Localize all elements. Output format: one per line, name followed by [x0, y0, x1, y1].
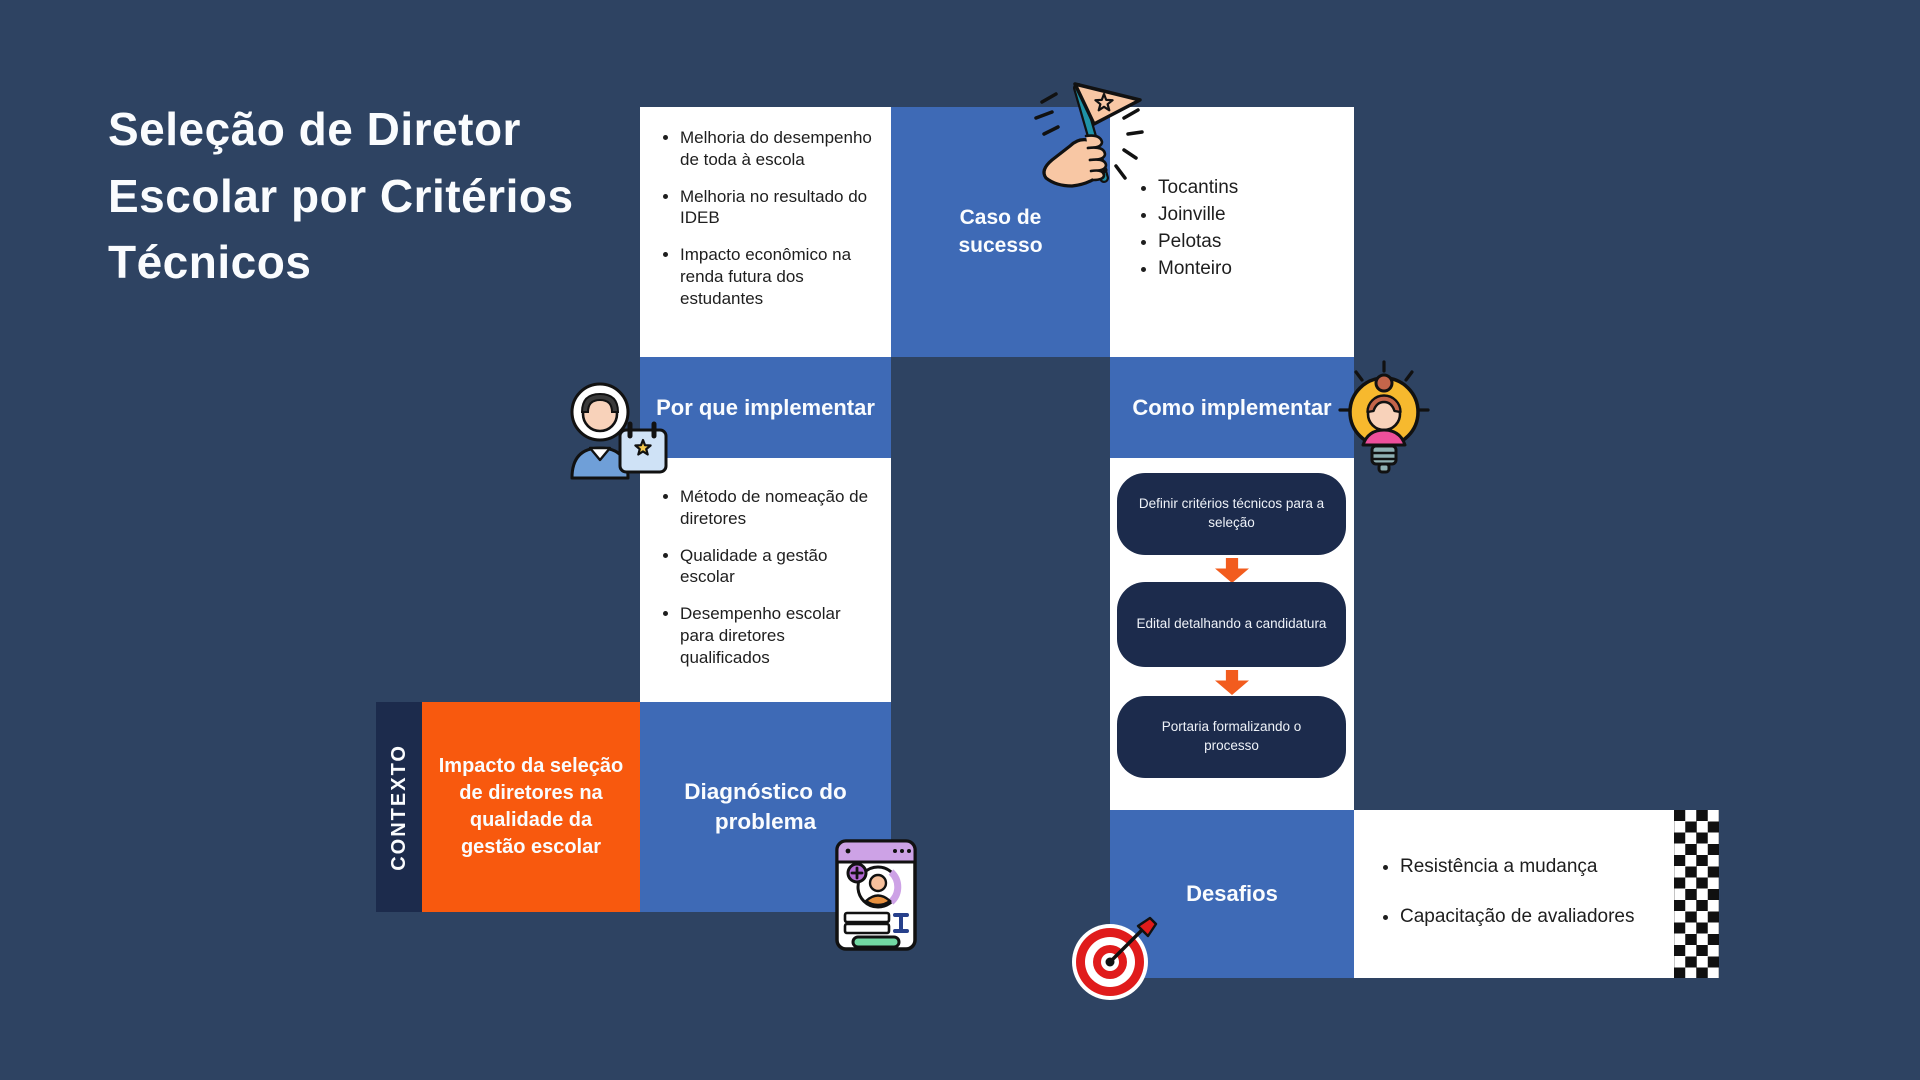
success-cities-list: Tocantins Joinville Pelotas Monteiro: [1110, 107, 1354, 279]
celebration-pennant-icon: [1034, 82, 1144, 188]
benefits-list: Melhoria do desempenho de toda à escola …: [640, 107, 891, 309]
flow-step-3: Portaria formalizando o processo: [1117, 696, 1346, 778]
how-implement-bar: Como implementar: [1110, 357, 1354, 458]
list-item: Joinville: [1158, 204, 1344, 226]
flow-step-2-label: Edital detalhando a candidatura: [1136, 616, 1327, 632]
list-item: Tocantins: [1158, 177, 1344, 199]
list-item: Desempenho escolar para diretores qualif…: [680, 603, 877, 668]
person-with-calendar-icon: [570, 382, 668, 480]
why-implement-bar: Por que implementar: [640, 357, 891, 458]
challenges-label: Desafios: [1186, 881, 1278, 906]
list-item: Melhoria no resultado do IDEB: [680, 186, 877, 230]
context-statement: Impacto da seleção de diretores na quali…: [438, 755, 624, 858]
list-item: Melhoria do desempenho de toda à escola: [680, 127, 877, 171]
list-item: Método de nomeação de diretores: [680, 486, 877, 530]
list-item: Monteiro: [1158, 258, 1344, 280]
contexto-bar: CONTEXTO: [376, 702, 422, 912]
contexto-label: CONTEXTO: [387, 743, 410, 871]
arrow-down-icon: [1215, 558, 1249, 583]
flow-step-2: Edital detalhando a candidatura: [1117, 582, 1346, 667]
profile-window-icon: [835, 839, 917, 951]
how-implement-label: Como implementar: [1132, 394, 1332, 420]
page-title: Seleção de Diretor Escolar por Critérios…: [108, 96, 628, 296]
list-item: Impacto econômico na renda futura dos es…: [680, 244, 877, 309]
challenges-list: Resistência a mudança Capacitação de ava…: [1354, 810, 1674, 929]
success-cities-box: Tocantins Joinville Pelotas Monteiro: [1110, 107, 1354, 357]
flow-step-1-label: Definir critérios técnicos para a seleçã…: [1138, 496, 1325, 530]
page-title-line-1: Seleção de Diretor: [108, 103, 521, 155]
list-item: Resistência a mudança: [1400, 856, 1664, 879]
context-statement-box: Impacto da seleção de diretores na quali…: [422, 702, 640, 912]
challenges-title-box: Desafios: [1110, 810, 1354, 978]
implementation-flow-box: Definir critérios técnicos para a seleçã…: [1110, 458, 1354, 810]
list-item: Pelotas: [1158, 231, 1344, 253]
page-title-line-3: Técnicos: [108, 236, 312, 289]
list-item: Qualidade a gestão escolar: [680, 545, 877, 589]
arrow-down-icon: [1215, 670, 1249, 695]
success-case-label: Caso de sucesso: [958, 205, 1043, 257]
challenges-box: Resistência a mudança Capacitação de ava…: [1354, 810, 1674, 978]
why-implement-label: Por que implementar: [656, 394, 875, 420]
page-title-line-2: Escolar por Critérios: [108, 169, 574, 222]
flow-step-3-label: Portaria formalizando o processo: [1161, 719, 1302, 753]
target-with-dart-icon: [1072, 916, 1158, 1000]
checkered-finish-pattern: [1674, 810, 1719, 978]
diagnosis-label: Diagnóstico do problema: [684, 778, 847, 834]
flow-step-1: Definir critérios técnicos para a seleçã…: [1117, 473, 1346, 555]
benefits-box: Melhoria do desempenho de toda à escola …: [640, 107, 891, 357]
reasons-box: Método de nomeação de diretores Qualidad…: [640, 458, 891, 702]
list-item: Capacitação de avaliadores: [1400, 906, 1664, 929]
woman-in-lightbulb-icon: [1338, 360, 1430, 474]
reasons-list: Método de nomeação de diretores Qualidad…: [640, 458, 891, 668]
